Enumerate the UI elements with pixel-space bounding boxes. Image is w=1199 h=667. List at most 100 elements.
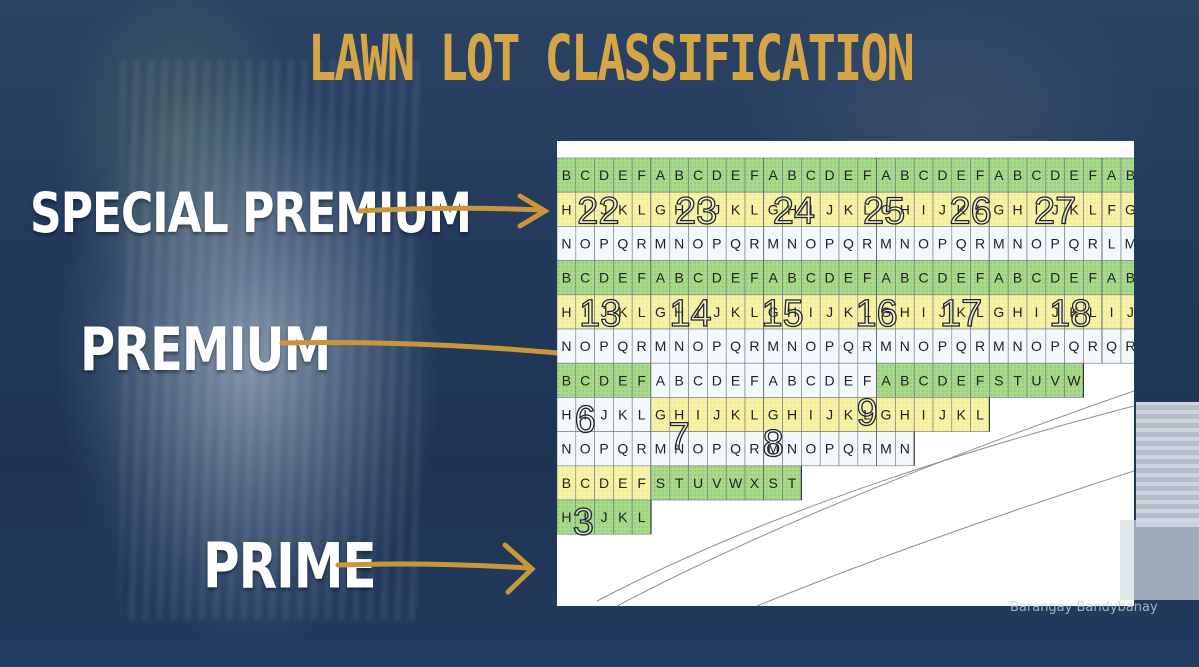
lot-letter: D	[599, 270, 609, 286]
lot-letter: G	[881, 407, 892, 423]
lot-letter: F	[750, 167, 759, 183]
lot-letter: L	[638, 201, 646, 217]
lot-letter: P	[712, 338, 721, 354]
lot-letter: P	[825, 338, 834, 354]
lot-letter: O	[693, 441, 704, 457]
lot-letter: F	[637, 475, 646, 491]
lot-letter: G	[768, 201, 779, 217]
lot-letter: M	[993, 338, 1005, 354]
lot-letter: I	[583, 407, 587, 423]
lot-letter: K	[731, 407, 741, 423]
lot-letter: E	[957, 372, 966, 388]
lot-letter: N	[900, 236, 910, 252]
lot-letter: B	[900, 167, 909, 183]
lot-letter: I	[1034, 304, 1038, 320]
lot-letter: C	[919, 270, 929, 286]
block-number: 15	[761, 293, 803, 335]
block-number: 24	[773, 190, 815, 232]
block-number: 22	[577, 190, 619, 232]
lot-letter: M	[655, 338, 667, 354]
lot-letter: G	[881, 201, 892, 217]
lot-letter: L	[976, 304, 984, 320]
lot-letter: P	[825, 236, 834, 252]
lot-letter: O	[805, 441, 816, 457]
lot-letter: A	[769, 270, 779, 286]
credit-text: Barangay Bandybanay	[1010, 600, 1158, 615]
lot-letter: J	[1052, 201, 1059, 217]
lot-letter: E	[1069, 270, 1078, 286]
lot-letter: Q	[843, 236, 854, 252]
block-number: 3	[573, 502, 594, 544]
block-number: 16	[855, 293, 897, 335]
lot-letter: L	[1089, 304, 1097, 320]
lot-letter: D	[1050, 270, 1060, 286]
label-special-premium: SPECIAL PREMIUM	[30, 182, 472, 246]
lot-letter: D	[825, 270, 835, 286]
lot-letter: I	[696, 304, 700, 320]
lot-letter: W	[1067, 372, 1081, 388]
lot-letter: C	[693, 167, 703, 183]
block-number: 14	[669, 293, 711, 335]
lot-letter: C	[806, 270, 816, 286]
block-number: 6	[575, 399, 596, 441]
lot-letter: J	[713, 407, 720, 423]
lot-letter: O	[1031, 338, 1042, 354]
lot-letter: Q	[956, 236, 967, 252]
lot-letter: O	[580, 338, 591, 354]
lot-letter: C	[580, 372, 590, 388]
lot-letter: E	[618, 475, 627, 491]
lot-letter: M	[767, 236, 779, 252]
lot-letter: N	[900, 338, 910, 354]
lot-letter: Q	[730, 441, 741, 457]
block-number: 17	[940, 293, 982, 335]
lot-letter: C	[580, 167, 590, 183]
lot-letter: E	[731, 167, 740, 183]
block-number: 8	[763, 423, 784, 465]
lot-letter: Q	[843, 441, 854, 457]
lot-letter: Q	[617, 338, 628, 354]
lot-letter: M	[1125, 236, 1134, 252]
block-number: 25	[863, 190, 905, 232]
lot-letter: H	[900, 201, 910, 217]
lot-letter: H	[561, 201, 571, 217]
lot-letter: H	[787, 304, 797, 320]
lot-letter: R	[749, 338, 759, 354]
label-premium: PREMIUM	[80, 315, 331, 385]
lot-cell	[1120, 328, 1134, 364]
lot-letter: U	[1031, 372, 1041, 388]
lot-letter: C	[806, 372, 816, 388]
lot-letter: R	[1088, 236, 1098, 252]
lot-letter: B	[787, 167, 796, 183]
lot-letter: J	[713, 201, 720, 217]
lot-letter: H	[561, 407, 571, 423]
lot-letter: A	[1107, 270, 1117, 286]
lot-letter: D	[937, 167, 947, 183]
lot-letter: R	[749, 441, 759, 457]
lot-letter: W	[729, 475, 743, 491]
lot-letter: B	[1013, 270, 1022, 286]
lot-letter: G	[768, 304, 779, 320]
lot-letter: G	[993, 304, 1004, 320]
block-number: 18	[1049, 293, 1091, 335]
lot-letter: F	[750, 372, 759, 388]
lot-letter: O	[1031, 236, 1042, 252]
block-number: 23	[675, 190, 717, 232]
lot-letter: N	[674, 338, 684, 354]
lot-letter: M	[880, 236, 892, 252]
lot-letter: I	[1110, 304, 1114, 320]
lot-letter: S	[994, 372, 1003, 388]
lot-letter: Q	[1106, 338, 1117, 354]
lot-letter: N	[674, 441, 684, 457]
lot-letter: C	[806, 167, 816, 183]
lot-letter: E	[1069, 167, 1078, 183]
lot-letter: O	[580, 236, 591, 252]
lot-letter: J	[713, 304, 720, 320]
lot-letter: R	[637, 338, 647, 354]
waterfall-texture	[120, 60, 420, 620]
lot-letter: T	[1013, 372, 1022, 388]
lot-letter: M	[880, 338, 892, 354]
lot-letter: L	[638, 407, 646, 423]
lot-letter: C	[580, 475, 590, 491]
lot-letter: G	[993, 201, 1004, 217]
lot-letter: J	[601, 201, 608, 217]
